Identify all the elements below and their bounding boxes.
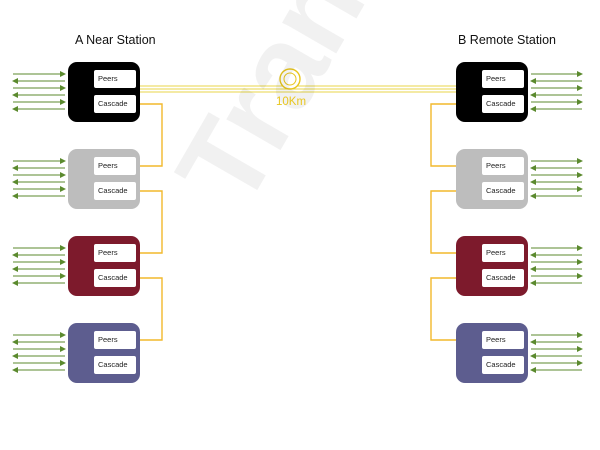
remote-device-4-peers-port[interactable]: Peers: [482, 331, 524, 349]
remote-device-3-peers-port[interactable]: Peers: [482, 244, 524, 262]
remote-device-2-peers-port[interactable]: Peers: [482, 157, 524, 175]
near-device-4[interactable]: Peers Cascade: [68, 323, 140, 383]
near-device-3-cascade-port[interactable]: Cascade: [94, 269, 136, 287]
remote-cascade-link-2: [430, 190, 456, 254]
remote-device-3[interactable]: Peers Cascade: [456, 236, 528, 296]
remote-device-1[interactable]: Peers Cascade: [456, 62, 528, 122]
near-cascade-link-3: [140, 277, 163, 341]
near-station-title: A Near Station: [75, 33, 156, 47]
near-device-2[interactable]: Peers Cascade: [68, 149, 140, 209]
near-device-1-cascade-port[interactable]: Cascade: [94, 95, 136, 113]
remote-device-3-cascade-port[interactable]: Cascade: [482, 269, 524, 287]
near-device-1[interactable]: Peers Cascade: [68, 62, 140, 122]
remote-cascade-link-3: [430, 277, 456, 341]
fiber-link: [140, 68, 456, 93]
near-device-3[interactable]: Peers Cascade: [68, 236, 140, 296]
near-device-2-cascade-port[interactable]: Cascade: [94, 182, 136, 200]
near-device-2-peers-port[interactable]: Peers: [94, 157, 136, 175]
cascade-lines: [140, 103, 456, 341]
client-arrows: [12, 71, 583, 373]
remote-device-1-cascade-port[interactable]: Cascade: [482, 95, 524, 113]
fiber-distance-label: 10Km: [276, 96, 307, 108]
near-cascade-link-1: [140, 103, 163, 167]
fiber-spool-icon: [279, 68, 301, 90]
remote-device-4-cascade-port[interactable]: Cascade: [482, 356, 524, 374]
near-device-3-peers-port[interactable]: Peers: [94, 244, 136, 262]
remote-device-2[interactable]: Peers Cascade: [456, 149, 528, 209]
remote-device-2-cascade-port[interactable]: Cascade: [482, 182, 524, 200]
remote-device-1-peers-port[interactable]: Peers: [482, 70, 524, 88]
near-device-4-cascade-port[interactable]: Cascade: [94, 356, 136, 374]
near-cascade-link-2: [140, 190, 163, 254]
remote-device-4[interactable]: Peers Cascade: [456, 323, 528, 383]
remote-station-title: B Remote Station: [458, 33, 556, 47]
near-device-1-peers-port[interactable]: Peers: [94, 70, 136, 88]
remote-cascade-link-1: [430, 103, 456, 167]
near-device-4-peers-port[interactable]: Peers: [94, 331, 136, 349]
